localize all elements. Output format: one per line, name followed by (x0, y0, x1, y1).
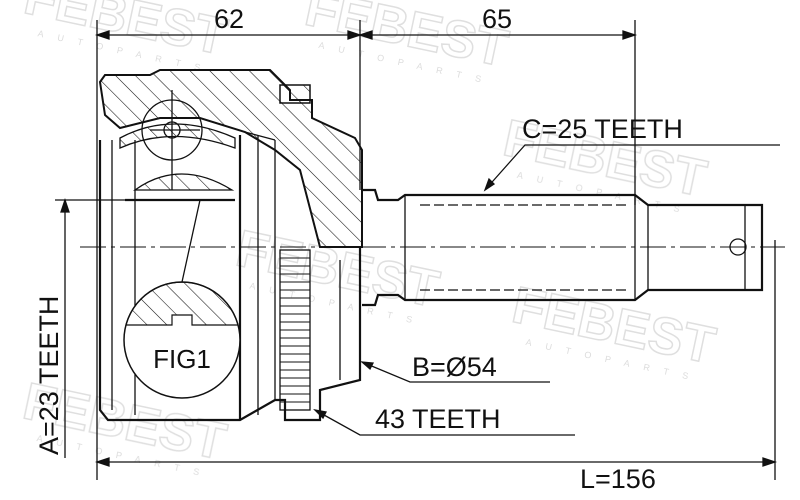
leader-lines (313, 144, 780, 436)
dim-shaft-length: 65 (482, 4, 512, 34)
fig1-label: FIG1 (153, 344, 211, 374)
callout-inner-spline: A=23 TEETH (34, 296, 64, 455)
dimension-lines (60, 30, 778, 467)
shaft (362, 188, 764, 307)
callout-abs-ring: 43 TEETH (375, 404, 501, 434)
dim-bell-length: 62 (214, 4, 244, 34)
abs-ring (279, 249, 311, 411)
fig1-detail: FIG1 (123, 199, 241, 399)
callout-outer-spline: C=25 TEETH (522, 114, 683, 144)
center-hole-icon (729, 238, 747, 256)
dim-total-length: L=156 (580, 464, 656, 494)
callout-seal-diameter: B=Ø54 (412, 352, 497, 382)
